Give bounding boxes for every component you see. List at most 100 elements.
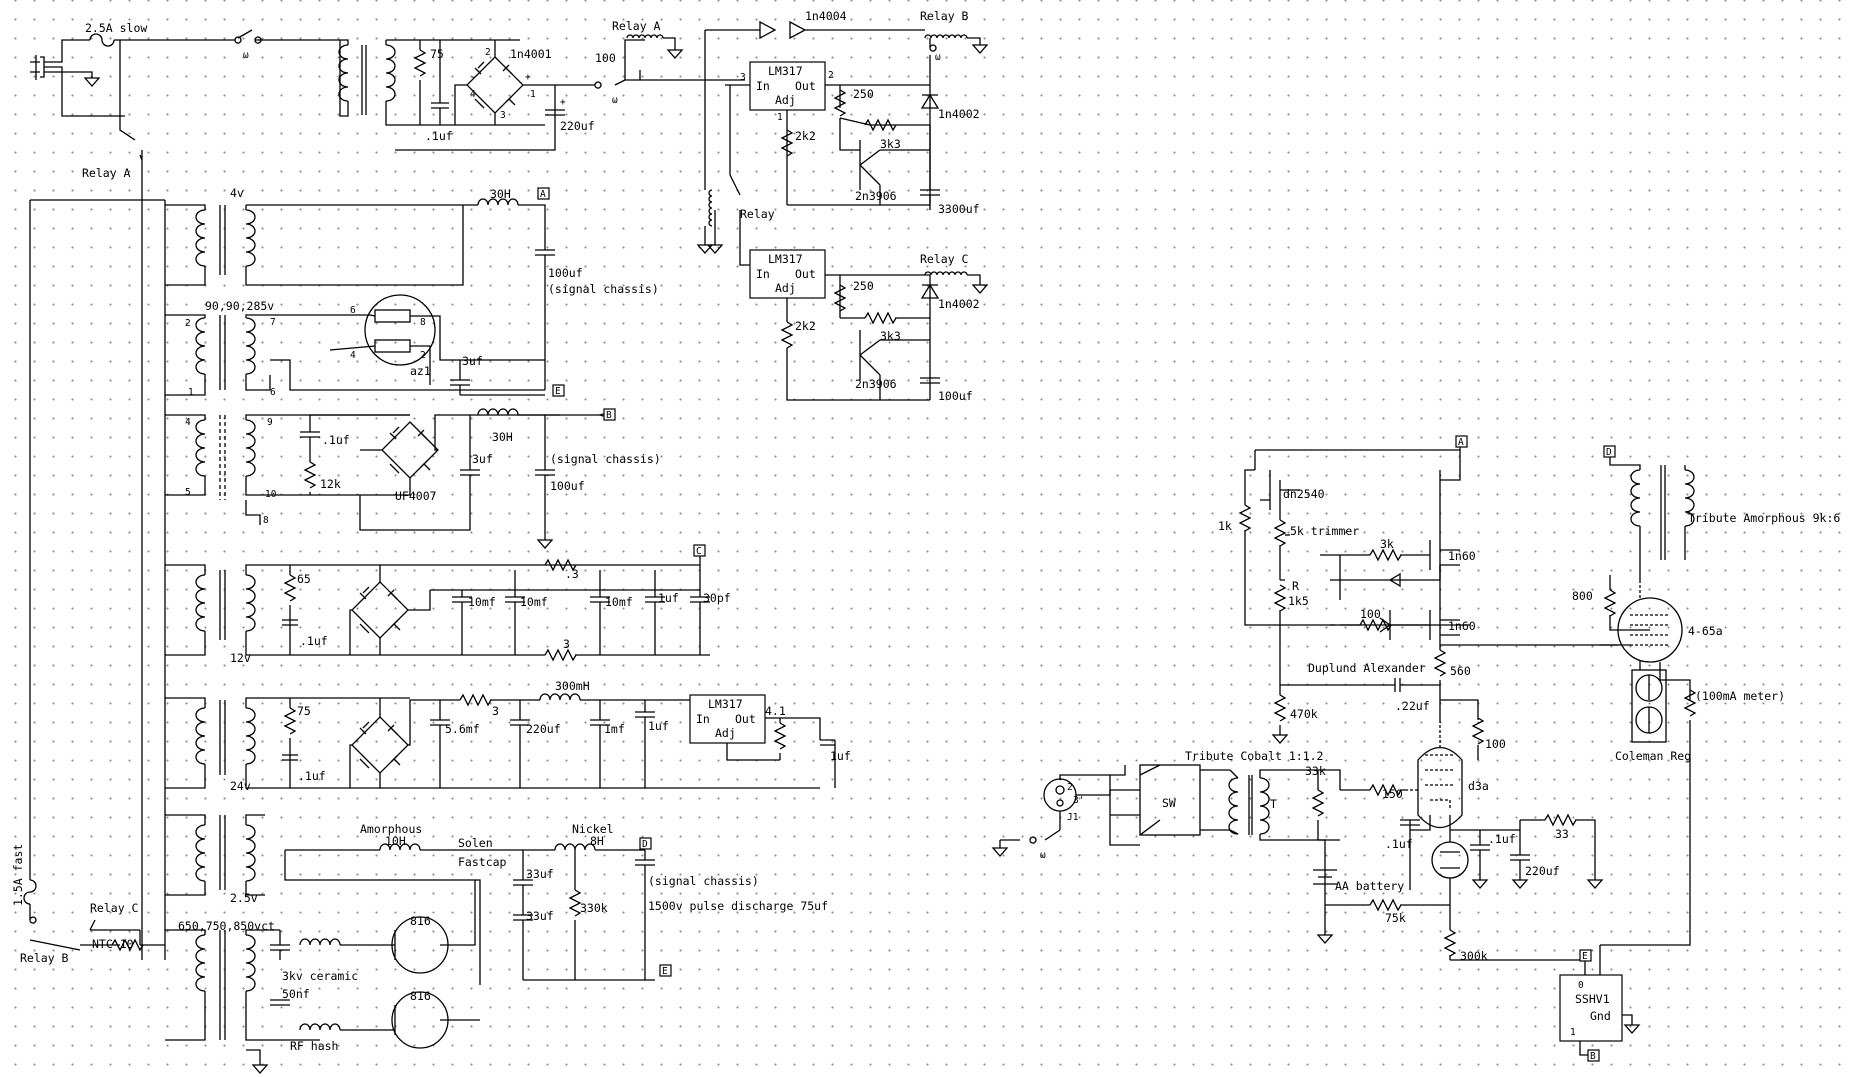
reg3-out-label: Out xyxy=(735,712,756,726)
sig-chassis-a-label: (signal chassis) xyxy=(548,282,659,296)
r75k-label: 75k xyxy=(1385,911,1406,925)
r3c-label: 3 xyxy=(563,637,570,651)
tube-d3a-label: d3a xyxy=(1468,779,1489,793)
c56mf-label: 5.6mf xyxy=(445,722,480,736)
tag-e2 xyxy=(659,964,672,977)
l30h-a-label: 30H xyxy=(490,187,511,201)
r470k-label: 470k xyxy=(1290,707,1318,721)
tag-e1 xyxy=(552,384,565,397)
r-dot3-label: .3 xyxy=(565,567,579,581)
ntc-label: NTC 10 xyxy=(92,937,134,951)
coleman-reg xyxy=(1631,669,1667,743)
r33-label: 33 xyxy=(1555,827,1569,841)
solen-label: Solen xyxy=(458,836,493,850)
c01uf-top-label: .1uf xyxy=(425,129,453,143)
c1uf-e-label: 1uf xyxy=(830,749,851,763)
q1n60-b-label: 1n60 xyxy=(1448,619,1476,633)
tube816-b-label: 816 xyxy=(410,989,431,1003)
lm317-reg3 xyxy=(689,694,766,744)
tag-c1-label: C xyxy=(696,546,702,557)
sshv-gnd-label: Gnd xyxy=(1590,1009,1611,1023)
svg-text:1: 1 xyxy=(188,387,194,398)
tube-az1-label: az1 xyxy=(410,364,431,378)
d1n4004-label: 1n4004 xyxy=(805,9,847,23)
cobalt-label: Tribute Cobalt 1:1.2 xyxy=(1185,749,1323,763)
r150-label: 150 xyxy=(1382,787,1403,801)
svg-text:0: 0 xyxy=(1578,980,1584,991)
c1mf-label: 1mf xyxy=(604,722,625,736)
fuse-fast-label: 1.5A fast xyxy=(11,844,25,906)
svg-text:8: 8 xyxy=(263,515,269,526)
mains-input xyxy=(30,39,125,117)
svg-text:1: 1 xyxy=(1570,1027,1576,1038)
transformer-90 xyxy=(165,314,370,396)
svg-text:1: 1 xyxy=(530,89,536,100)
c3300uf-label: 3300uf xyxy=(938,202,980,216)
c33uf-a-label: 33uf xyxy=(526,867,554,881)
reg1-out-label: Out xyxy=(795,79,816,93)
r560-label: 560 xyxy=(1450,664,1471,678)
tag-b2-label: B xyxy=(1590,1051,1596,1062)
svg-text:ω: ω xyxy=(935,52,941,63)
svg-text:+: + xyxy=(560,97,566,108)
c100uf-a-label: 100uf xyxy=(548,266,583,280)
tube816-a-label: 816 xyxy=(410,914,431,928)
j1-label: J1 xyxy=(1067,812,1079,823)
svg-text:3: 3 xyxy=(500,110,506,121)
filter-caps-12v xyxy=(380,555,710,656)
lm317-reg1-label: LM317 xyxy=(768,64,803,78)
reg1-adj-label: Adj xyxy=(775,93,796,107)
aa-battery-label: AA battery xyxy=(1335,879,1404,893)
r75-top-label: 75 xyxy=(430,47,444,61)
svg-text:+: + xyxy=(525,72,531,83)
tube-816-a xyxy=(340,880,476,974)
d1n4002a-label: 1n4002 xyxy=(938,107,980,121)
c1uf-d-label: 1uf xyxy=(648,719,669,733)
rfhash-label: RF hash xyxy=(290,1039,338,1053)
r41-label: 4.1 xyxy=(765,704,786,718)
meter-label: (100mA meter) xyxy=(1695,689,1785,703)
r3k-label: 3k xyxy=(1380,537,1394,551)
c3uf-a-label: 3uf xyxy=(462,354,483,368)
uf4007-label: UF4007 xyxy=(395,489,437,503)
reg3-in-label: In xyxy=(696,712,710,726)
svg-text:2: 2 xyxy=(485,47,491,58)
c30pf-label: 30pf xyxy=(703,591,731,605)
t650-label: 650,750,850vct xyxy=(178,919,275,933)
r12k-label: 12k xyxy=(320,477,341,491)
c01uf-d-label: .1uf xyxy=(298,769,326,783)
svg-text:2: 2 xyxy=(1067,782,1073,793)
tag-d1 xyxy=(639,837,652,850)
svg-text:2: 2 xyxy=(420,350,426,361)
r1k5-label: 1k5 xyxy=(1288,594,1309,608)
tag-b2 xyxy=(1587,1049,1600,1062)
r2k2a-label: 2k2 xyxy=(795,129,816,143)
r75d-label: 75 xyxy=(297,704,311,718)
svg-text:1: 1 xyxy=(777,112,783,123)
d1n4001-label: 1n4001 xyxy=(510,47,552,61)
t90-label: 90,90,285v xyxy=(205,299,274,313)
tube-4-65a xyxy=(1617,580,1683,663)
r3k3b-label: 3k3 xyxy=(880,329,901,343)
reg2-out-label: Out xyxy=(795,267,816,281)
svg-text:ω: ω xyxy=(243,50,249,61)
lm317-reg2 xyxy=(749,249,826,299)
reg3-adj-label: Adj xyxy=(715,726,736,740)
tag-d1-label: D xyxy=(642,839,648,850)
c10mf-c-label: 10mf xyxy=(605,595,633,609)
c100uf-b-label: 100uf xyxy=(550,479,585,493)
svg-text:4: 4 xyxy=(185,417,191,428)
fuse-main: ω xyxy=(80,29,340,120)
r3d-label: 3 xyxy=(492,704,499,718)
svg-text:4: 4 xyxy=(350,350,356,361)
svg-text:-: - xyxy=(470,72,476,83)
r800-label: 800 xyxy=(1572,589,1593,603)
l30h-b-label: 30H xyxy=(492,430,513,444)
svg-text:2: 2 xyxy=(185,318,191,329)
tag-d2-label: D xyxy=(1606,447,1612,458)
tube-d3a xyxy=(1405,720,1463,829)
c1uf-s1-label: .1uf xyxy=(1385,837,1413,851)
fuse-main-label: 2.5A slow xyxy=(85,21,147,35)
r5k-label: 5k trimmer xyxy=(1290,524,1359,538)
tube-az1 xyxy=(329,294,545,385)
